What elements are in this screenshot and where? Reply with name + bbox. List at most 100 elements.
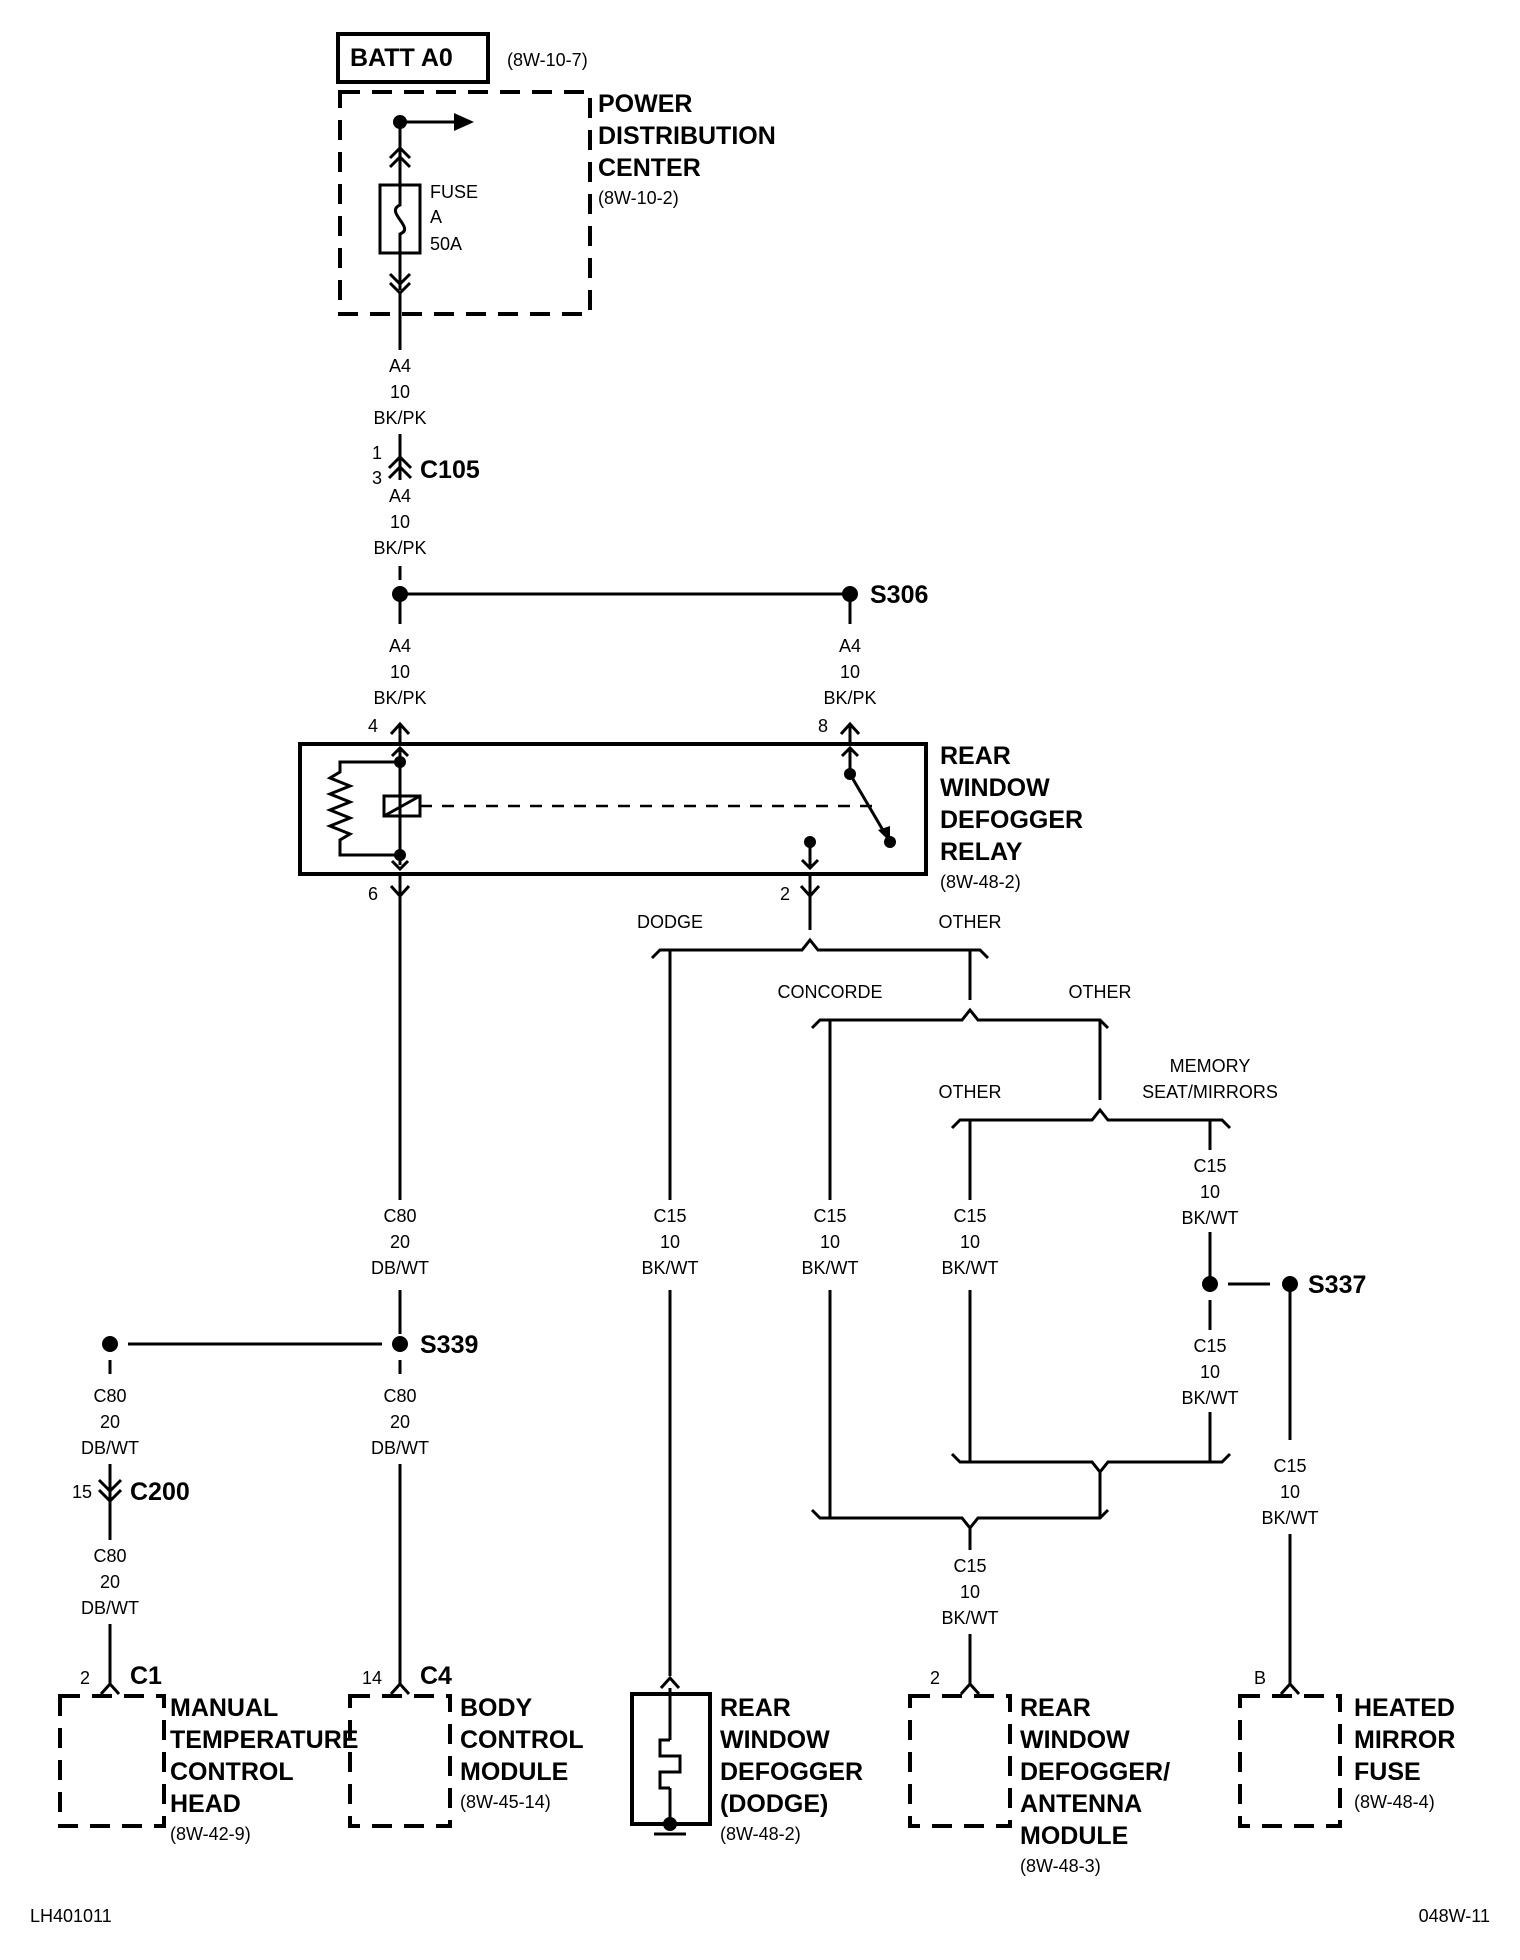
wire-c80-gauge-1: 20: [390, 1232, 410, 1252]
relay-coil-exit-chevron: [390, 859, 410, 872]
rwda-ref: (8W-48-3): [1020, 1856, 1101, 1876]
bcm-label-1: BODY: [460, 1694, 533, 1722]
wire-c80-color-4: DB/WT: [81, 1598, 139, 1618]
wire-c80-color-1: DB/WT: [371, 1258, 429, 1278]
mtc-pin: 2: [80, 1668, 90, 1688]
wire-c80-gauge-2: 20: [100, 1412, 120, 1432]
mtc-connector: C1: [130, 1662, 162, 1690]
wire-c80-color-3: DB/WT: [371, 1438, 429, 1458]
wire-a4-color-3: BK/PK: [373, 688, 426, 708]
branch-memory-2: SEAT/MIRRORS: [1142, 1082, 1278, 1102]
branch-memory-1: MEMORY: [1170, 1056, 1251, 1076]
wire-c15-gauge-s337: 10: [1200, 1362, 1220, 1382]
rwd-label-2: WINDOW: [720, 1726, 830, 1754]
wire-c15-color-merge: BK/WT: [942, 1608, 999, 1628]
s337-left-dot: [1202, 1276, 1218, 1292]
wire-c15-gauge-other: 10: [960, 1232, 980, 1252]
mtc-label-4: HEAD: [170, 1790, 241, 1818]
rwd-ref: (8W-48-2): [720, 1824, 801, 1844]
rwd-label-4: (DODGE): [720, 1790, 828, 1818]
c200-chevron-1: [97, 1478, 123, 1494]
relay-switch-arm: [848, 773, 886, 833]
relay-resistor: [325, 760, 400, 857]
hmf-label-2: MIRROR: [1354, 1726, 1455, 1754]
wire-c80-circuit-3: C80: [383, 1386, 416, 1406]
wire-c15-circuit-merge: C15: [953, 1556, 986, 1576]
wire-c15-color-dodge: BK/WT: [642, 1258, 699, 1278]
rwda-box: [908, 1694, 1012, 1828]
fuse-bottom-terminal: [388, 272, 412, 287]
s339-left-dot: [102, 1336, 118, 1352]
batt-box: [336, 32, 490, 84]
bcm-pin: 14: [362, 1668, 382, 1688]
hmf-terminal: [1279, 1681, 1301, 1696]
branch-other-3: OTHER: [939, 1082, 1002, 1102]
relay-label-3: DEFOGGER: [940, 806, 1083, 834]
rwd-heating-grid: [658, 1738, 682, 1790]
branch-concorde: CONCORDE: [777, 982, 882, 1002]
hmf-label-3: FUSE: [1354, 1758, 1421, 1786]
bcm-box: [348, 1694, 452, 1828]
wire-c15-gauge-hmf: 10: [1280, 1482, 1300, 1502]
branch-dodge: DODGE: [637, 912, 703, 932]
relay-pin-8: 8: [818, 716, 828, 736]
rwd-ground-dot: [663, 1817, 677, 1831]
fuse-element: [393, 185, 407, 253]
pdc-label-3: CENTER: [598, 154, 701, 182]
wire-c80-circuit-1: C80: [383, 1206, 416, 1226]
wire-c15-gauge-concorde: 10: [820, 1232, 840, 1252]
wire-a4-gauge-2: 10: [390, 512, 410, 532]
bcm-label-3: MODULE: [460, 1758, 568, 1786]
wire-c15-circuit-hmf: C15: [1273, 1456, 1306, 1476]
wire-c15-gauge-mem: 10: [1200, 1182, 1220, 1202]
branch-brace-1: [650, 937, 990, 960]
wire-c15-color-mem: BK/WT: [1182, 1208, 1239, 1228]
footer-left-id: LH401011: [30, 1906, 112, 1926]
wire-a4-gauge-3: 10: [390, 662, 410, 682]
wire-c15-color-other: BK/WT: [942, 1258, 999, 1278]
wire-c15-color-hmf: BK/WT: [1262, 1508, 1319, 1528]
rwda-label-1: REAR: [1020, 1694, 1091, 1722]
mtc-ref: (8W-42-9): [170, 1824, 251, 1844]
wire-c80-circuit-4: C80: [93, 1546, 126, 1566]
wire-c15-color-s337: BK/WT: [1182, 1388, 1239, 1408]
wire-c80-circuit-2: C80: [93, 1386, 126, 1406]
wire-c15-circuit-dodge: C15: [653, 1206, 686, 1226]
rwda-label-2: WINDOW: [1020, 1726, 1130, 1754]
wire-c15-gauge-dodge: 10: [660, 1232, 680, 1252]
wire-a4-gauge-4: 10: [840, 662, 860, 682]
wire-a4-circuit-1: A4: [389, 356, 411, 376]
wire-a4-circuit-4: A4: [839, 636, 861, 656]
rwd-terminal: [659, 1675, 681, 1690]
fuse-label-3: 50A: [430, 234, 462, 254]
wire-c15-circuit-s337: C15: [1193, 1336, 1226, 1356]
wire-c15-circuit-concorde: C15: [813, 1206, 846, 1226]
relay-contact-fixed: [884, 836, 896, 848]
relay-ref: (8W-48-2): [940, 872, 1021, 892]
rwda-label-5: MODULE: [1020, 1822, 1128, 1850]
s339-right-dot: [392, 1336, 408, 1352]
pdc-label-2: DISTRIBUTION: [598, 122, 776, 150]
wire-a4-circuit-3: A4: [389, 636, 411, 656]
wire-a4-gauge-1: 10: [390, 382, 410, 402]
s339-label: S339: [420, 1331, 478, 1359]
relay-coil-entry-chevron: [390, 745, 410, 758]
hmf-box: [1238, 1694, 1342, 1828]
wire-a4-circuit-2: A4: [389, 486, 411, 506]
footer-right-id: 048W-11: [1419, 1906, 1490, 1926]
relay-pin-6: 6: [368, 884, 378, 904]
pdc-label-1: POWER: [598, 90, 692, 118]
c200-label: C200: [130, 1478, 190, 1506]
wire-a4-color-4: BK/PK: [823, 688, 876, 708]
bcm-terminal: [389, 1681, 411, 1696]
fuse-label-2: A: [430, 207, 442, 227]
wire-c15-circuit-other: C15: [953, 1206, 986, 1226]
s306-label: S306: [870, 581, 928, 609]
c105-chevron-2: [387, 464, 413, 480]
hmf-label-1: HEATED: [1354, 1694, 1455, 1722]
bcm-ref: (8W-45-14): [460, 1792, 551, 1812]
branch-brace-3: [950, 1107, 1232, 1130]
merge-brace-2: [810, 1508, 1110, 1531]
merge-brace-1: [950, 1452, 1232, 1475]
